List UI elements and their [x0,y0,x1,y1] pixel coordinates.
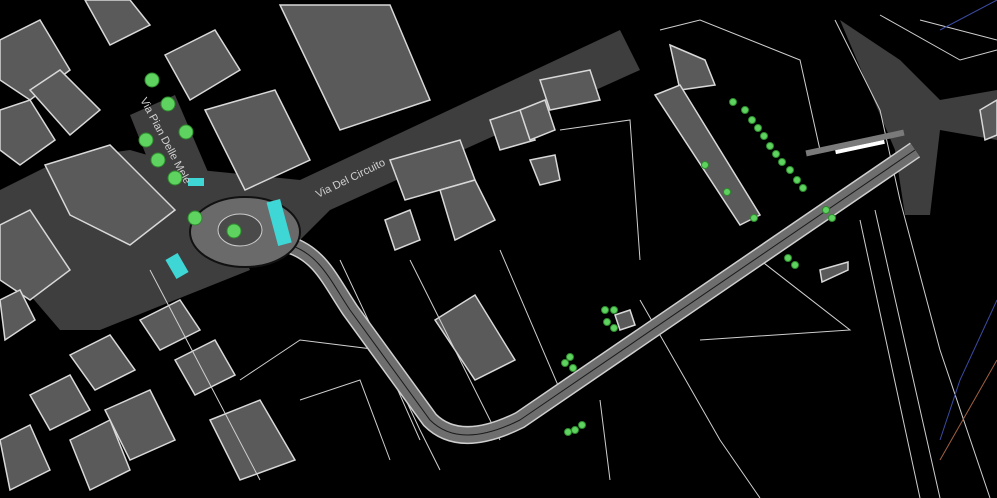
tree-icon [603,318,611,326]
crosswalk [188,178,204,186]
tree-icon [226,223,242,239]
tree-icon [138,132,154,148]
tree-icon [750,214,758,222]
tree-icon [723,188,731,196]
tree-icon [701,161,709,169]
tree-icon [791,261,799,269]
plot-lines [149,0,997,498]
tree-icon [178,124,194,140]
tree-icon [822,206,830,214]
tree-icon [566,353,574,361]
trees [138,72,836,436]
tree-icon [760,132,768,140]
tree-icon [167,170,183,186]
tree-icon [561,359,569,367]
tree-icon [150,152,166,168]
tree-icon [571,426,579,434]
tree-icon [144,72,160,88]
tree-icon [784,254,792,262]
tree-icon [772,150,780,158]
crosswalk [165,252,189,280]
tree-icon [778,158,786,166]
tree-icon [564,428,572,436]
crosswalk [266,198,292,247]
bridge [835,139,885,155]
tree-icon [160,96,176,112]
tree-icon [766,142,774,150]
tree-icon [754,124,762,132]
tree-icon [610,306,618,314]
tree-icon [578,421,586,429]
paved-areas [0,20,997,330]
tree-icon [828,214,836,222]
tree-icon [729,98,737,106]
tree-icon [187,210,203,226]
tree-icon [610,324,618,332]
tree-icon [799,184,807,192]
tree-icon [569,364,577,372]
tree-icon [601,306,609,314]
tree-icon [786,166,794,174]
crosswalks [165,178,292,280]
tree-icon [741,106,749,114]
tree-icon [793,176,801,184]
tree-icon [748,116,756,124]
